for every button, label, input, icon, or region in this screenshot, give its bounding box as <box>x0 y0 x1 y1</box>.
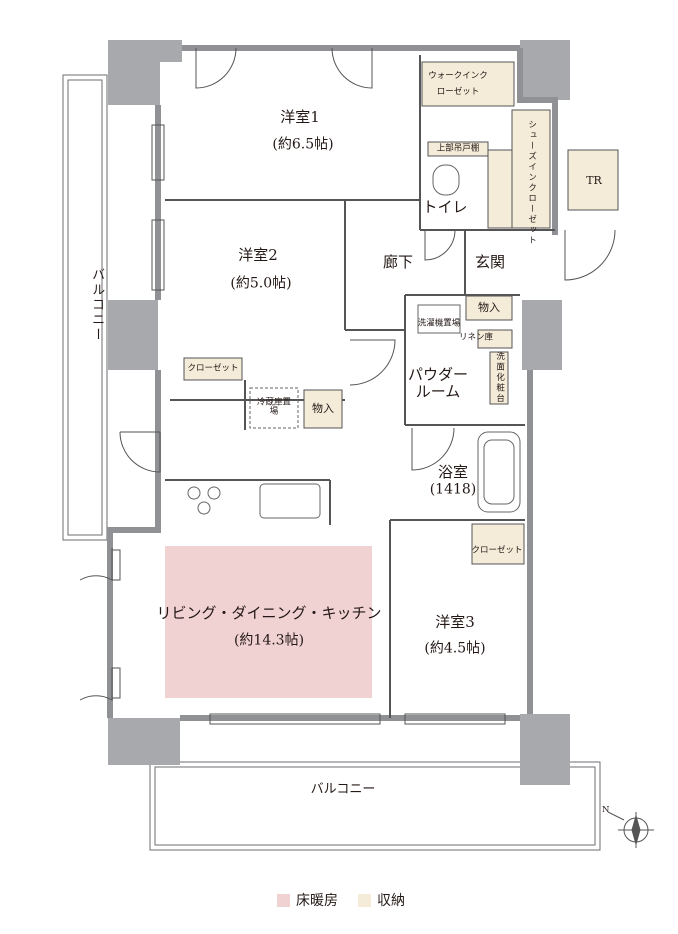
windows <box>111 124 506 725</box>
bedroom2-name: 洋室2 <box>238 245 278 264</box>
bedroom2-area: (約5.0帖) <box>230 275 292 292</box>
legend-floor-heating-swatch <box>277 893 290 907</box>
closet-bedroom2-label: クローゼット <box>187 363 239 374</box>
legend-floor-heating-label: 床暖房 <box>296 893 338 909</box>
storage-entrance-label: 物入 <box>478 300 500 314</box>
pillars <box>108 40 570 785</box>
west-balcony-label: バルコニー <box>89 267 105 343</box>
bedroom3-name: 洋室3 <box>435 612 475 631</box>
door-swings <box>79 47 616 701</box>
bedroom1-name: 洋室1 <box>280 107 320 126</box>
fixtures <box>187 164 521 519</box>
interior-walls <box>165 55 555 718</box>
ldk-area: (約14.3帖) <box>233 632 305 649</box>
west-balcony-railing <box>62 74 108 541</box>
legend: 床暖房 収納 <box>277 890 405 910</box>
south-balcony-label: バルコニー <box>310 781 376 797</box>
laundry-label: 洗濯機置場 <box>417 318 461 329</box>
south-balcony-railing <box>149 761 601 851</box>
hallway-name: 廊下 <box>382 252 414 271</box>
outer-walls <box>107 45 558 721</box>
floor-heating-area <box>165 546 372 698</box>
bath-size: (1418) <box>429 481 477 498</box>
toilet-name: トイレ <box>422 197 468 216</box>
legend-storage-swatch <box>358 893 371 907</box>
linen-label: リネン庫 <box>458 332 494 343</box>
bath-name: 浴室 <box>437 462 469 481</box>
bedroom1-area: (約6.5帖) <box>272 136 334 153</box>
compass-north-label: N <box>602 805 610 815</box>
tr-label: TR <box>586 173 602 187</box>
legend-storage-label: 収納 <box>377 893 405 909</box>
washbasin-label: 洗面化粧台 <box>494 351 505 405</box>
powder-room-name: パウダールーム <box>408 365 469 400</box>
closet-bedroom3-label: クローゼット <box>471 545 523 556</box>
bedroom3-area: (約4.5帖) <box>424 640 486 657</box>
walk-in-closet-label: ウォークインクローゼット <box>428 70 488 97</box>
storage-kitchen-label: 物入 <box>312 401 334 415</box>
storage-areas <box>183 61 619 565</box>
toilet-shelf-label: 上部吊戸棚 <box>436 143 480 154</box>
entrance-name: 玄関 <box>474 252 506 271</box>
ldk-name: リビング・ダイニング・キッチン <box>156 603 382 622</box>
shoe-closet-label: シューズインクローゼット <box>526 120 537 246</box>
fridge-label: 冷蔵庫置場 <box>256 397 291 417</box>
compass-rose <box>607 811 654 848</box>
